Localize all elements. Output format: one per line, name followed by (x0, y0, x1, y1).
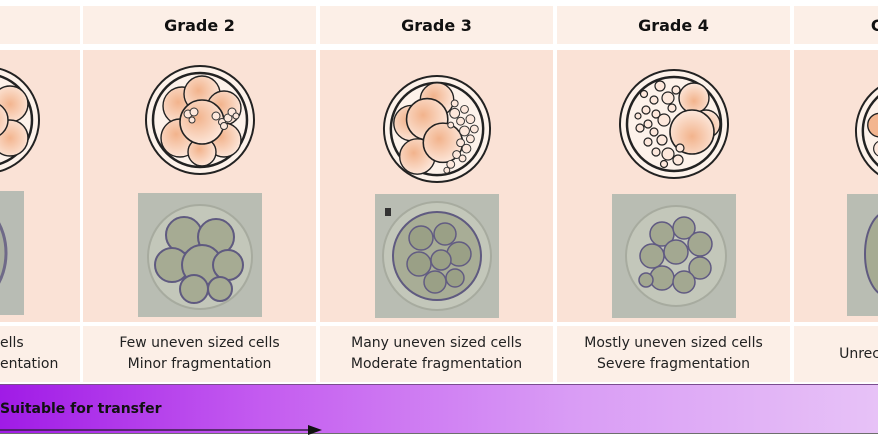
grade-4-line1: Mostly uneven sized cells (584, 335, 763, 351)
grade-1-description: ells entation (0, 326, 80, 382)
grade-4-line2: Severe fragmentation (596, 356, 751, 372)
grade-2-title: Grade 2 (164, 15, 235, 35)
embryo-schematic-grade-5 (854, 86, 878, 176)
grade-5-header: G (794, 6, 878, 44)
grade-3-line2: Moderate fragmentation (350, 356, 523, 372)
grade-5-title: G (870, 15, 878, 35)
grade-5-image-cell (794, 50, 878, 322)
embryo-photo-grade-2 (137, 193, 262, 317)
grade-5-description: Unrec (794, 326, 878, 382)
grade-1-line1: ells (0, 335, 24, 351)
embryo-photo-grade-5 (847, 194, 878, 316)
embryo-photo-grade-1 (0, 191, 24, 315)
grade-1-line2: entation (0, 356, 59, 372)
grade-3-line1: Many uneven sized cells (351, 335, 522, 351)
embryo-schematic-grade-1 (0, 67, 40, 173)
suitable-for-transfer-label: Suitable for transfer (0, 401, 162, 417)
grade-3-description: Many uneven sized cells Moderate fragmen… (320, 326, 553, 382)
grade-3-header: Grade 3 (320, 6, 553, 44)
embryo-schematic-grade-4 (618, 69, 729, 179)
grade-1-image-cell (0, 50, 80, 322)
embryo-photo-grade-4 (611, 194, 736, 318)
embryo-schematic-grade-3 (382, 74, 491, 184)
grade-2-header: Grade 2 (83, 6, 316, 44)
grade-4-title: Grade 4 (638, 15, 709, 35)
grade-2-line1: Few uneven sized cells (119, 335, 280, 351)
embryo-schematic-grade-2 (144, 65, 255, 175)
transfer-suitability-bar: Suitable for transfer (0, 384, 878, 434)
grade-4-description: Mostly uneven sized cells Severe fragmen… (557, 326, 790, 382)
grade-4-image-cell (557, 50, 790, 322)
grade-2-image-cell (83, 50, 316, 322)
grade-5-line1: Unrec (839, 345, 878, 362)
grade-3-image-cell (320, 50, 553, 322)
grade-3-title: Grade 3 (401, 15, 472, 35)
grade-4-header: Grade 4 (557, 6, 790, 44)
embryo-photo-grade-3 (374, 194, 499, 318)
arrow-right-icon (0, 425, 322, 435)
grade-2-line2: Minor fragmentation (127, 356, 272, 372)
grade-1-header (0, 6, 80, 44)
grade-2-description: Few uneven sized cells Minor fragmentati… (83, 326, 316, 382)
